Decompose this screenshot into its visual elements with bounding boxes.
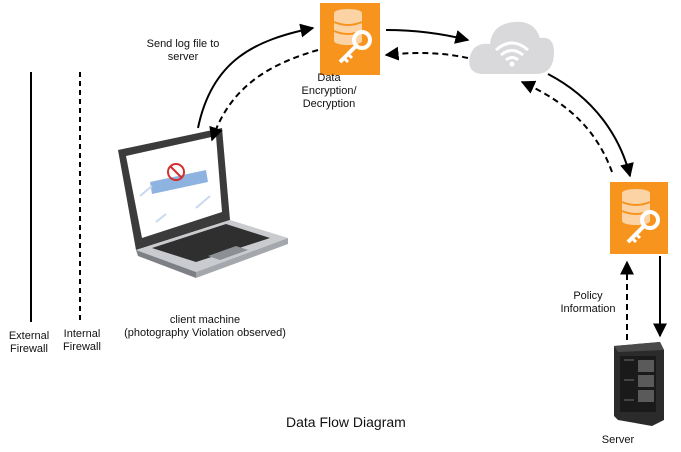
encryption-label: Data Encryption/ Decryption [292, 72, 366, 111]
arrow-cloud-to-encryption-right [547, 73, 634, 178]
send-log-line-1: Send log file to [146, 38, 220, 50]
internal-firewall-line-1: Internal [63, 328, 101, 340]
server-icon [614, 342, 664, 426]
policy-information-label: Policy Information [554, 290, 622, 316]
cloud-icon [469, 21, 554, 74]
arrow-laptop-to-encryption [197, 23, 315, 129]
send-log-line-2: server [167, 51, 199, 63]
arrow-cloud-to-encryption [384, 46, 469, 61]
internal-firewall-label: Internal Firewall [56, 328, 108, 354]
send-log-label: Send log file to server [136, 38, 230, 64]
internal-firewall-line-2: Firewall [63, 341, 101, 353]
external-firewall-line-1: External [8, 330, 50, 342]
server-label: Server [601, 434, 635, 446]
encryption-line-3: Decryption [302, 98, 356, 110]
arrow-encryption-to-cloud [385, 29, 470, 44]
client-machine-label: client machine (photography Violation ob… [110, 314, 300, 340]
encryption-icon-right [610, 182, 668, 254]
arrow-encryption-right-to-cloud [520, 80, 613, 173]
external-firewall-line-2: Firewall [10, 343, 48, 355]
laptop-icon [118, 128, 288, 278]
encryption-line-1: Data [317, 72, 341, 84]
encryption-line-2: Encryption/ [301, 85, 357, 97]
client-line-2: (photography Violation observed) [124, 327, 286, 339]
client-line-1: client machine [169, 314, 241, 326]
encryption-icon-top [320, 3, 380, 75]
diagram-title: Data Flow Diagram [286, 414, 406, 430]
policy-line-2: Information [560, 303, 616, 315]
external-firewall-label: External Firewall [2, 330, 56, 356]
policy-line-1: Policy [573, 290, 603, 302]
